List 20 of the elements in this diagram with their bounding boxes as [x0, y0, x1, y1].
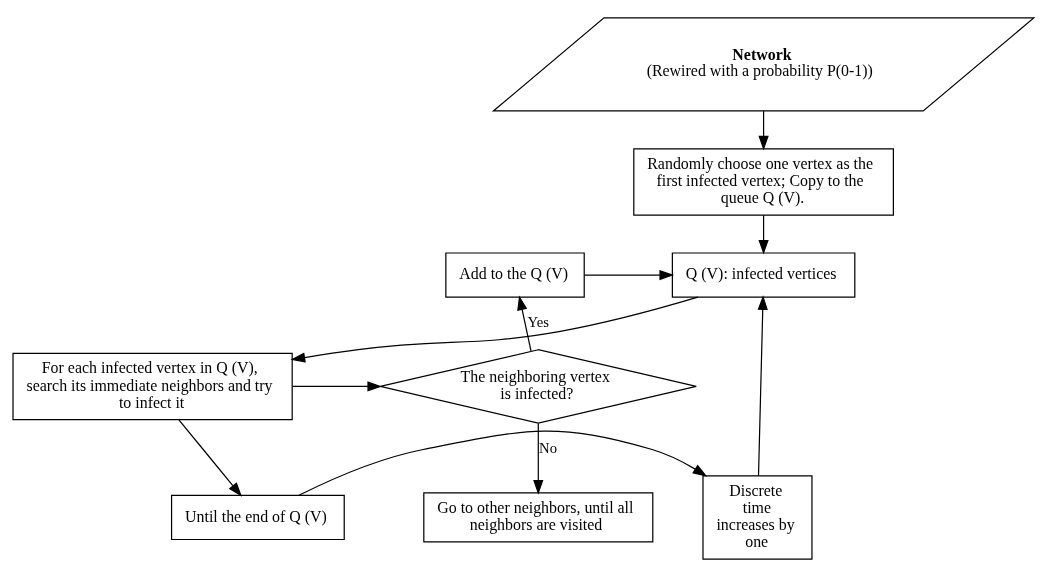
arrow — [178, 418, 242, 497]
node-box: For each infected vertex in Q (V), search its immediate neighbors and try to infect it — [12, 352, 293, 420]
arrow — [298, 430, 708, 496]
arrow — [758, 110, 769, 151]
arrow — [291, 380, 383, 392]
node-diamond: The neighboring vertex is infected? — [379, 348, 697, 424]
arrow — [533, 422, 544, 495]
arrow — [517, 294, 532, 352]
edge-label: Yes — [527, 313, 549, 330]
edge-label: No — [539, 439, 558, 456]
arrow — [583, 269, 675, 280]
arrow — [758, 214, 769, 255]
node-box: Until the end of Q (V) — [170, 494, 345, 540]
node-box: Q (V): infected vertices — [671, 251, 856, 298]
node-box: Discrete time increases by one — [702, 474, 813, 560]
arrow — [757, 294, 768, 476]
node-box: Add to the Q (V) — [445, 251, 585, 298]
node-box: Randomly choose one vertex as the first infected vertex; Copy to the queue Q (V). — [633, 147, 894, 216]
node-box: Go to other neighbors, until all neighbors are visited — [423, 491, 654, 543]
arrow — [290, 296, 699, 363]
